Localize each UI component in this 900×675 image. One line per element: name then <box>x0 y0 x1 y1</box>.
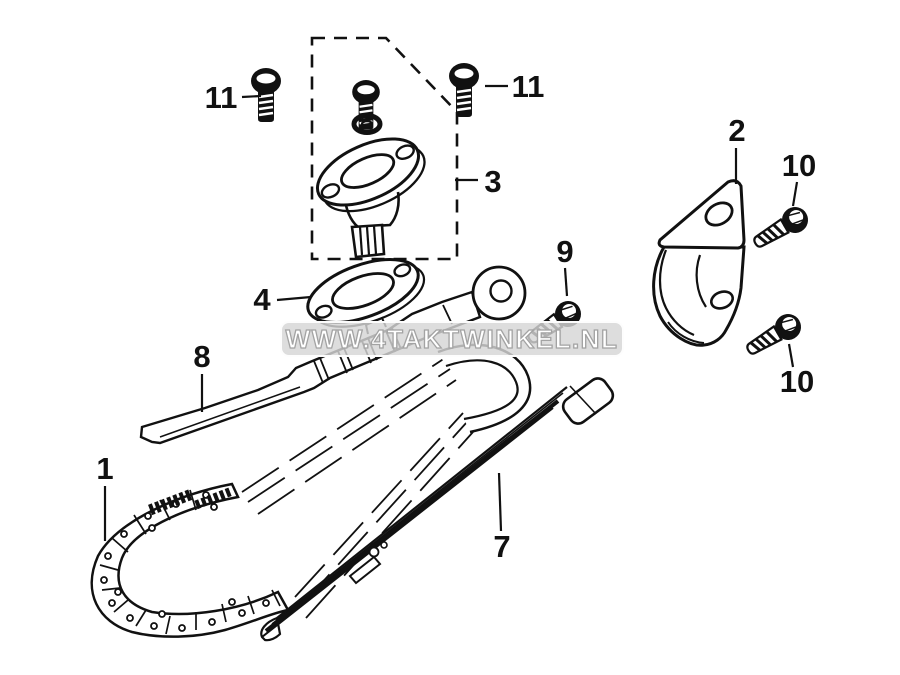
flange-bolt-10-upper <box>747 200 815 256</box>
dome-bolt-11-right <box>447 61 481 119</box>
guide-pivot-eye <box>471 265 527 321</box>
cam-chain-drawing <box>90 343 532 638</box>
part3-dashed-box <box>310 36 459 261</box>
tensioner-body-drawing <box>315 137 426 259</box>
callout-7: 7 <box>493 529 510 564</box>
callout-11-left: 11 <box>205 80 238 115</box>
callout-9: 9 <box>556 234 573 269</box>
chain-loop <box>90 482 290 638</box>
callout-10-lower: 10 <box>780 364 814 399</box>
callout-8: 8 <box>193 339 210 374</box>
tensioner-blade-drawing <box>260 377 615 642</box>
chain-turnaround <box>437 343 532 434</box>
callout-10-upper: 10 <box>782 148 816 183</box>
callout-11-right: 11 <box>512 69 545 104</box>
callout-2: 2 <box>728 113 745 148</box>
o-ring-drawing <box>351 113 383 135</box>
blade-end-cap <box>561 377 615 425</box>
callout-4: 4 <box>253 282 271 317</box>
bracket-drawing <box>652 179 746 347</box>
flange-bolt-10-lower <box>740 307 808 363</box>
callout-1: 1 <box>96 451 113 486</box>
callout-3: 3 <box>484 164 501 199</box>
callout-leader-lines <box>103 84 799 541</box>
gasket-drawing <box>306 258 426 328</box>
flange-bolt-9 <box>520 294 588 352</box>
dome-bolt-11-left <box>249 66 283 124</box>
